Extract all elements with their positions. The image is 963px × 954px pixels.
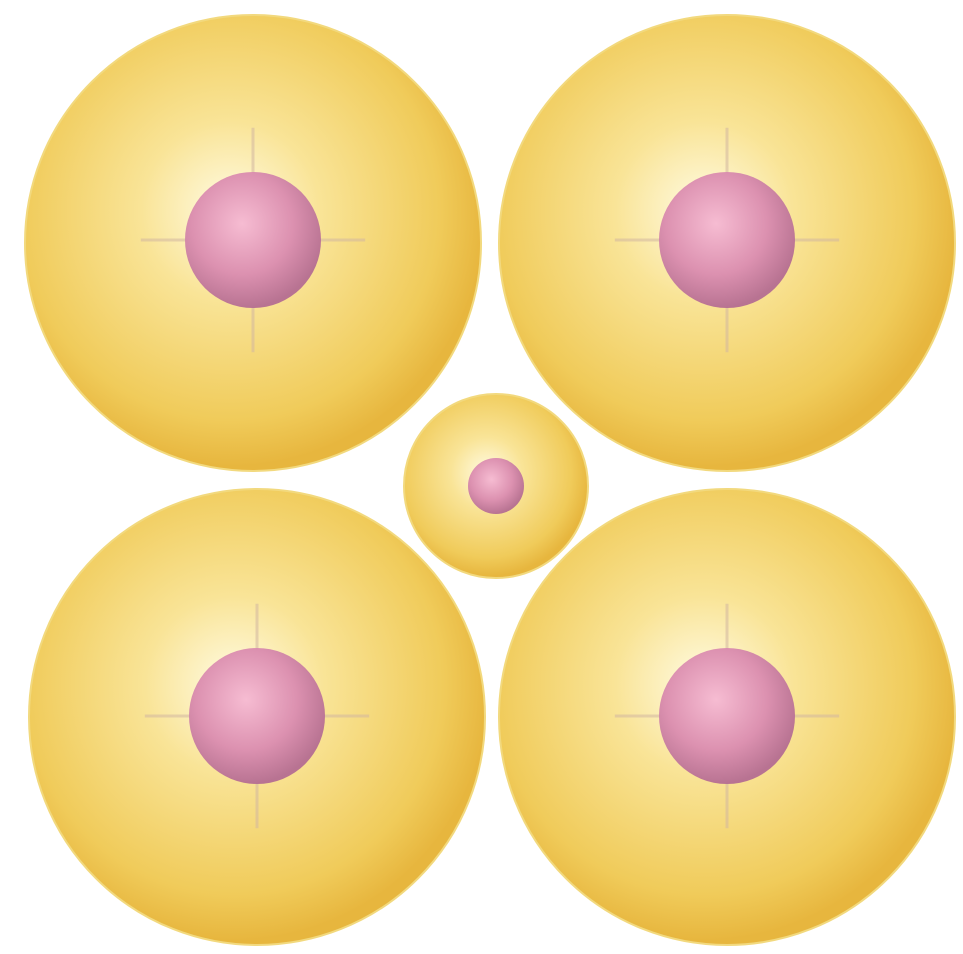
large-sphere-top-right-nucleus	[659, 172, 795, 308]
large-sphere-bottom-left-nucleus	[189, 648, 325, 784]
small-sphere-center	[404, 394, 588, 578]
large-sphere-top-right	[499, 15, 955, 471]
large-sphere-bottom-left	[29, 489, 485, 945]
large-sphere-top-left-nucleus	[185, 172, 321, 308]
large-sphere-bottom-right	[499, 489, 955, 945]
small-sphere-center-nucleus	[468, 458, 524, 514]
large-sphere-top-left	[25, 15, 481, 471]
large-sphere-bottom-right-nucleus	[659, 648, 795, 784]
